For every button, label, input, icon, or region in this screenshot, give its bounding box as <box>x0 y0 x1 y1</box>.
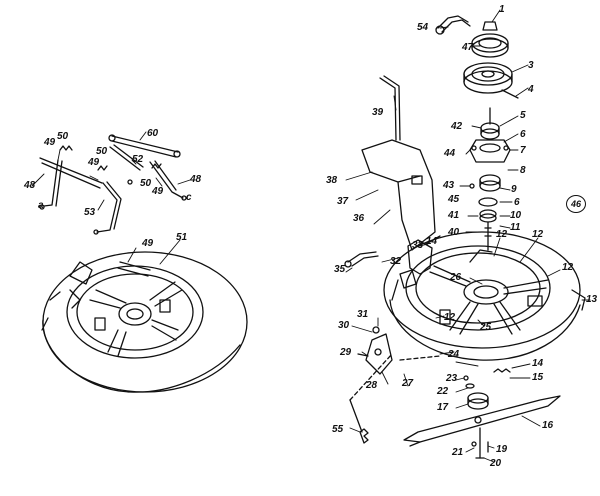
callout-48-left: 48 <box>24 180 36 191</box>
callout-48-right: 48 <box>190 174 202 185</box>
callout-11: 11 <box>510 222 521 233</box>
callout-12-a: 12 <box>496 229 508 240</box>
callout-13: 13 <box>586 294 598 305</box>
mower-deck-main <box>384 232 585 360</box>
callout-32: 32 <box>390 256 402 267</box>
callout-6-upper: 6 <box>520 129 526 140</box>
callout-46-circled: 46 <box>566 195 586 213</box>
callout-27: 27 <box>402 378 414 389</box>
callout-42: 42 <box>451 121 463 132</box>
callout-7: 7 <box>520 145 526 156</box>
callout-23: 23 <box>446 373 458 384</box>
callout-15: 15 <box>532 372 544 383</box>
belt-guard-assembly <box>345 76 440 274</box>
callout-45: 45 <box>448 194 460 205</box>
callout-22: 22 <box>437 386 449 397</box>
callout-12-d: 12 <box>444 312 456 323</box>
callout-31: 31 <box>357 309 369 320</box>
callout-40: 40 <box>448 227 460 238</box>
callout-33: 33 <box>412 240 424 251</box>
callout-c: c <box>186 192 192 203</box>
callout-60: 60 <box>147 128 159 139</box>
callout-20: 20 <box>490 458 502 469</box>
callout-21: 21 <box>452 447 464 458</box>
callout-19: 19 <box>496 444 508 455</box>
callout-1: 1 <box>499 4 505 15</box>
callout-49-c: 49 <box>152 186 164 197</box>
callout-38: 38 <box>326 175 338 186</box>
callout-16: 16 <box>542 420 554 431</box>
callout-50-a: 50 <box>57 131 69 142</box>
callout-3: 3 <box>528 60 534 71</box>
lift-linkage-assembly <box>40 135 186 234</box>
callout-39: 39 <box>372 107 384 118</box>
callout-43: 43 <box>443 180 455 191</box>
callout-6-lower: 6 <box>514 197 520 208</box>
callout-35: 35 <box>334 264 346 275</box>
callout-9: 9 <box>511 184 517 195</box>
callout-26: 26 <box>450 272 462 283</box>
leader-lines <box>32 10 590 462</box>
callout-a: a <box>38 200 44 211</box>
callout-41: 41 <box>448 210 460 221</box>
callout-5: 5 <box>520 110 526 121</box>
callout-47: 47 <box>462 42 474 53</box>
callout-25: 25 <box>480 322 492 333</box>
lower-parts <box>350 327 560 458</box>
callout-49-a: 49 <box>44 137 56 148</box>
callout-14-upper: 14 <box>426 236 438 247</box>
callout-49-b: 49 <box>88 157 100 168</box>
callout-54: 54 <box>417 22 429 33</box>
callout-49-d: 49 <box>142 238 154 249</box>
callout-8: 8 <box>520 165 526 176</box>
callout-37: 37 <box>337 196 349 207</box>
callout-36: 36 <box>353 213 365 224</box>
callout-53: 53 <box>84 207 96 218</box>
callout-17: 17 <box>437 402 449 413</box>
callout-55: 55 <box>332 424 344 435</box>
callout-4: 4 <box>528 84 534 95</box>
callout-50-c: 50 <box>140 178 152 189</box>
callout-50-b: 50 <box>96 146 108 157</box>
callout-24: 24 <box>448 349 460 360</box>
callout-12-b: 12 <box>532 229 544 240</box>
callout-44: 44 <box>444 148 456 159</box>
callout-52: 52 <box>132 154 144 165</box>
callout-51: 51 <box>176 232 188 243</box>
callout-12-c: 12 <box>562 262 574 273</box>
callout-10: 10 <box>510 210 522 221</box>
callout-29: 29 <box>340 347 352 358</box>
callout-14-lower: 14 <box>532 358 544 369</box>
callout-30: 30 <box>338 320 350 331</box>
callout-28: 28 <box>366 380 378 391</box>
deck-underside-view <box>42 252 247 392</box>
